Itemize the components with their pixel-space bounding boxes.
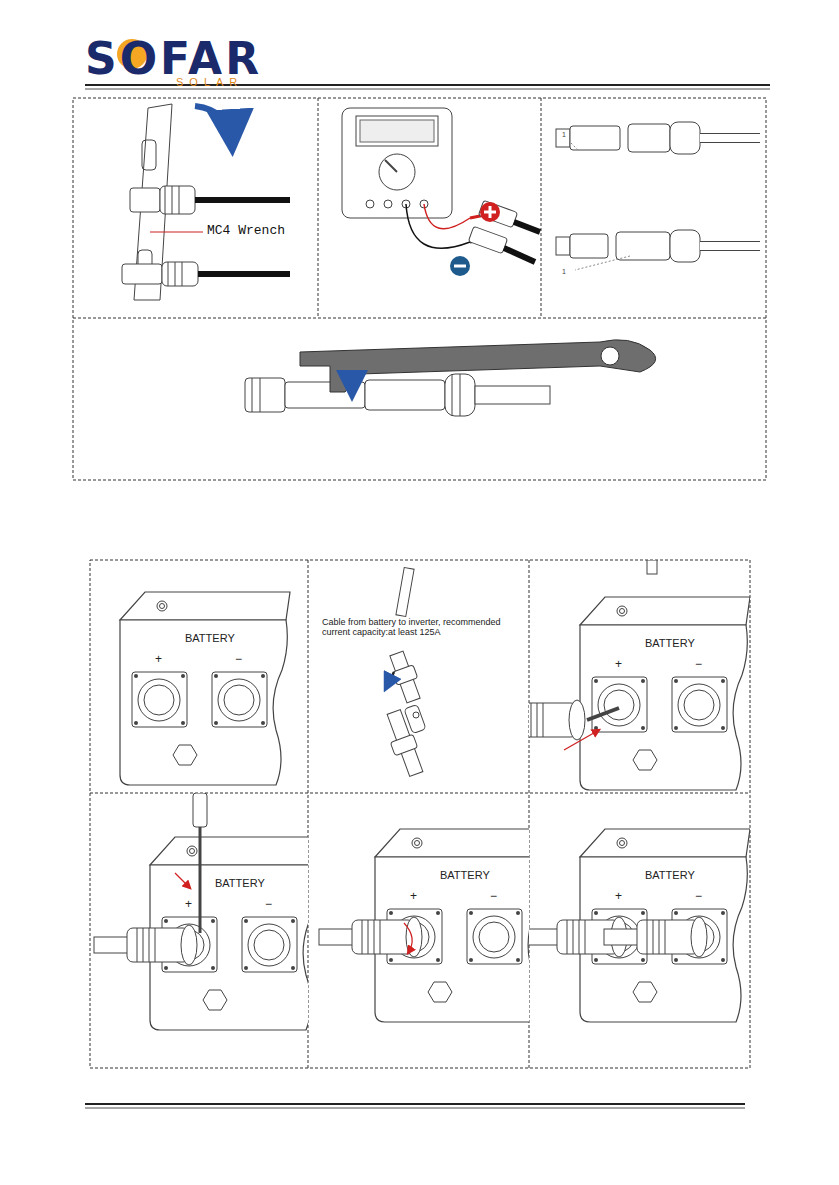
port-label: BATTERY: [645, 637, 695, 650]
polarity-sign: −: [235, 653, 242, 667]
screw-fix-figure: [94, 793, 320, 1030]
port-label: BATTERY: [440, 869, 490, 882]
polarity-sign: −: [695, 658, 702, 672]
connector-pairs: [556, 122, 760, 270]
polarity-sign: +: [185, 898, 192, 912]
nut-tighten-figure: [319, 829, 545, 1022]
polarity-sign: −: [490, 890, 497, 904]
polarity-sign: +: [615, 658, 622, 672]
port-label: BATTERY: [645, 869, 695, 882]
polarity-sign: −: [695, 890, 702, 904]
cable-note: Cable from battery to inverter, recommen…: [322, 617, 522, 638]
plug-insert-figure: [482, 560, 750, 790]
both-connected-figure: [524, 829, 750, 1022]
multimeter-figure: [342, 108, 540, 276]
port-label: BATTERY: [215, 877, 265, 890]
mc4-wrench-figure: [122, 104, 290, 300]
polarity-sign: −: [265, 898, 272, 912]
part-label: MC4 Wrench: [207, 224, 285, 239]
polarity-sign: +: [410, 890, 417, 904]
polarity-sign: +: [155, 653, 162, 667]
cable-prep-figure: [386, 567, 426, 776]
callout-number: 1: [562, 131, 566, 139]
battery-port-figure: [120, 592, 290, 785]
logo-subtext: SOLAR: [176, 76, 243, 89]
panel-grid: [73, 98, 766, 1068]
port-label: BATTERY: [185, 632, 235, 645]
wrench-release-figure: [245, 340, 656, 416]
callout-number: 1: [562, 268, 566, 276]
polarity-sign: +: [615, 890, 622, 904]
